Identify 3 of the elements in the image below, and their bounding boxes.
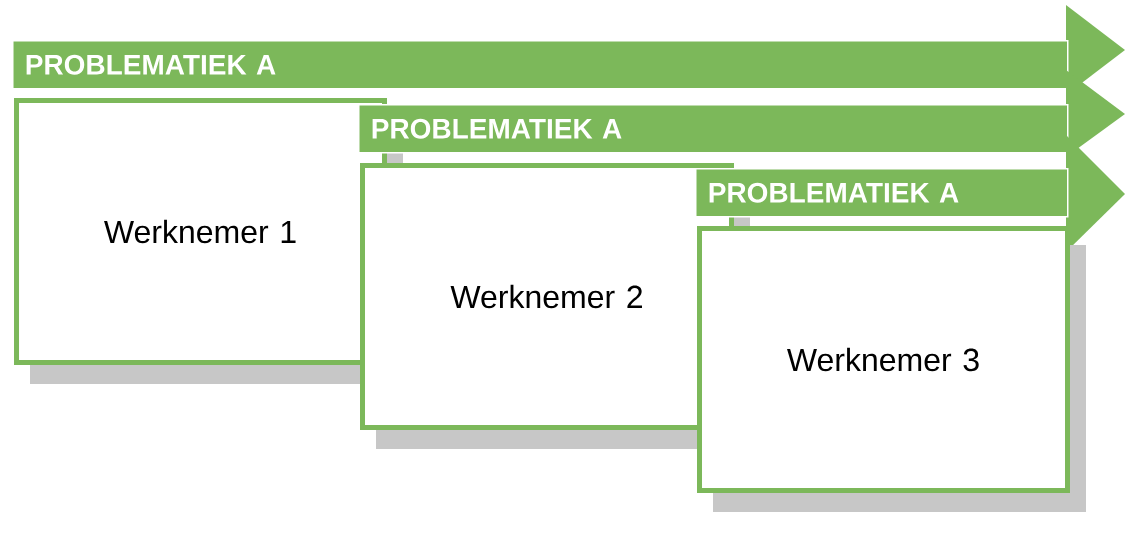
arrow-band: PROBLEMATIEK A [358,70,1125,157]
employee-box: Werknemer 3 [697,226,1086,512]
arrow-band: PROBLEMATIEK A [12,5,1125,95]
